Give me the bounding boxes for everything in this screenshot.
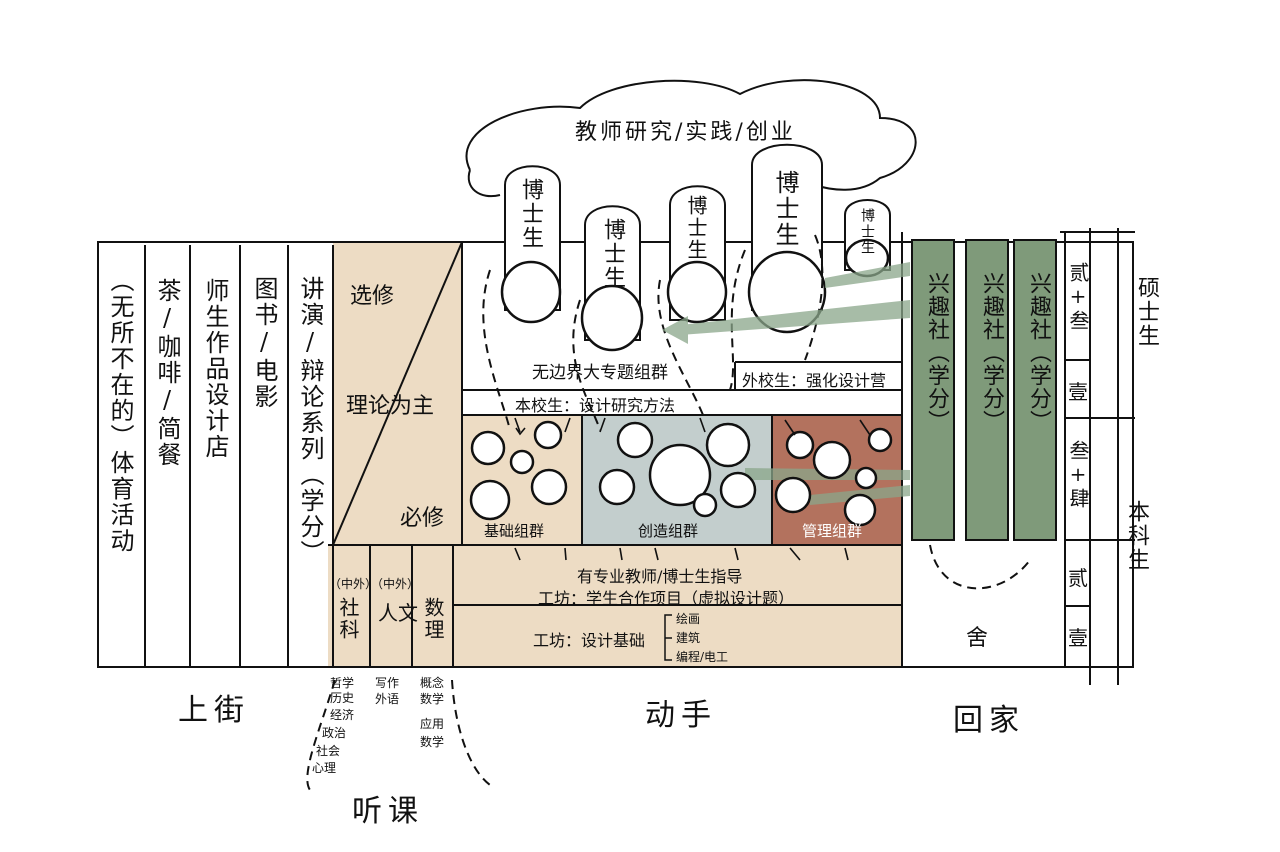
detail-applied: 应用	[420, 717, 445, 731]
humanities-prefix: （中外）	[371, 577, 420, 591]
detail-concept: 概念	[420, 676, 445, 690]
detail-math2: 数学	[420, 735, 445, 749]
create-cluster-label: 创造组群	[638, 522, 699, 540]
year-1-master: 壹	[1068, 380, 1088, 404]
theory-label: 理论为主	[346, 394, 435, 419]
detail-writing: 写作	[375, 676, 400, 690]
topic-cluster-label: 无边界大专题组群	[532, 363, 668, 383]
zone-street: 上街	[178, 693, 250, 728]
basic-item-drawing: 绘画	[676, 612, 701, 626]
degree-undergrad: 本科生	[1124, 500, 1149, 572]
street-col-lectures: 讲演/辩论系列（学分）	[296, 276, 324, 566]
degree-master: 硕士生	[1134, 276, 1159, 348]
phd-pillar-2: 博士生	[600, 218, 625, 290]
phd-pillar-3: 博士生	[684, 195, 708, 261]
detail-psychology: 心理	[312, 761, 337, 775]
club-2: 兴趣社（学分）	[979, 272, 1004, 433]
subject-science: 数理	[421, 597, 445, 641]
manage-cluster-label: 管理组群	[802, 522, 863, 540]
year-2-undergrad: 贰	[1068, 566, 1088, 590]
phd-pillar-4: 博士生	[771, 170, 799, 248]
year-3-4-undergrad: 叁+肆	[1066, 440, 1090, 510]
street-col-books: 图书/电影	[250, 276, 278, 410]
subject-social: 社科	[336, 597, 360, 641]
detail-language: 外语	[375, 692, 400, 706]
detail-history: 历史	[330, 691, 355, 705]
street-col-shop: 师生作品设计店	[201, 278, 229, 460]
phd-pillar-5: 博士生	[859, 208, 875, 256]
detail-philosophy: 哲学	[330, 676, 355, 690]
dorm-label: 舍	[966, 626, 989, 651]
cloud-left-edge	[467, 169, 501, 198]
guidance-label: 有专业教师/博士生指导	[577, 567, 743, 586]
basic-item-coding: 编程/电工	[676, 650, 729, 664]
subject-humanities: 人文	[378, 601, 418, 625]
workshop-project-label: 工坊：学生合作项目（虚拟设计题）	[538, 589, 795, 608]
year-1-undergrad: 壹	[1068, 626, 1088, 650]
cloud-title: 教师研究/实践/创业	[575, 120, 796, 145]
detail-math1: 数学	[420, 692, 445, 706]
club-3: 兴趣社（学分）	[1026, 272, 1051, 433]
street-col-cafe: 茶/咖啡/简餐	[153, 278, 181, 468]
zone-home: 回家	[953, 703, 1025, 738]
subjects-fill	[328, 545, 453, 667]
street-col-sports: （无所不在的）体育活动	[106, 268, 134, 554]
year-2-3-master: 贰+叁	[1066, 262, 1090, 332]
phd-pillar-1: 博士生	[518, 178, 543, 250]
club-1: 兴趣社（学分）	[924, 272, 949, 433]
detail-economy: 经济	[330, 708, 355, 722]
detail-society: 社会	[316, 744, 341, 758]
cloud-outline	[465, 79, 917, 191]
required-label: 必修	[400, 506, 445, 531]
external-camp-label: 外校生：强化设计营	[742, 371, 887, 390]
workshop-basic-label: 工坊：设计基础	[533, 631, 646, 650]
elective-label: 选修	[350, 284, 395, 309]
base-cluster-label: 基础组群	[484, 522, 545, 540]
zone-listen: 听课	[352, 794, 424, 829]
social-prefix: （中外）	[329, 577, 378, 591]
internal-method-label: 本校生：设计研究方法	[515, 396, 676, 415]
detail-politics: 政治	[322, 726, 347, 740]
zone-hands: 动手	[645, 698, 717, 733]
basic-item-architecture: 建筑	[676, 631, 701, 645]
